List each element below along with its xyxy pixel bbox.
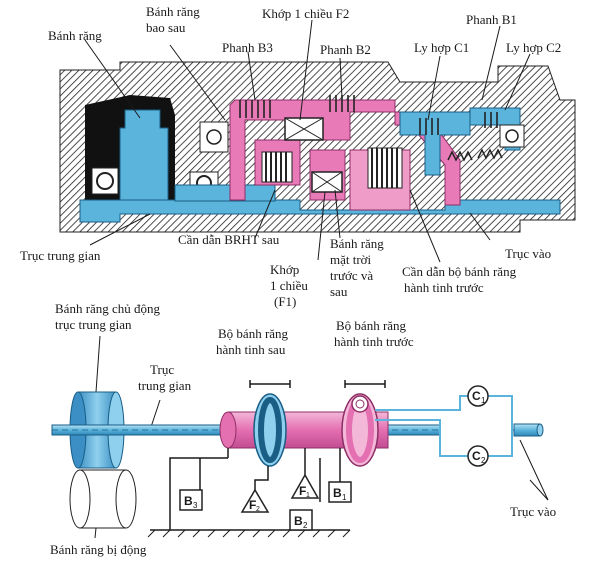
front-set-bracket xyxy=(344,380,386,388)
label-truc-vao-bottom: Trục vào xyxy=(510,504,556,519)
brake-b3-pack xyxy=(239,100,271,118)
label-ly-hop-c2: Ly hợp C2 xyxy=(506,40,561,55)
label-truc-vao-top: Trục vào xyxy=(505,246,551,261)
input-shaft xyxy=(513,423,544,437)
label-can-dan-brht-sau: Cần dẫn BRHT sau xyxy=(178,232,280,247)
driven-gear xyxy=(69,469,137,529)
label-khop-f1-2: 1 chiều xyxy=(270,278,308,293)
rear-planetary-gear xyxy=(261,151,293,183)
svg-text:B: B xyxy=(294,514,303,528)
clutch-c1-symbol: C 1 xyxy=(467,385,489,407)
transmission-cross-section xyxy=(59,61,576,233)
label-chu-dong-2: trục trung gian xyxy=(55,317,132,332)
label-khop-f1-1: Khớp xyxy=(270,262,299,277)
ground-hatch xyxy=(147,529,351,538)
label-ly-hop-c1: Ly hợp C1 xyxy=(414,40,469,55)
clutch-lines xyxy=(375,395,518,457)
label-truc-tg-bottom-2: trung gian xyxy=(138,378,192,393)
svg-text:F: F xyxy=(299,484,306,498)
one-way-clutch-f1-symbol: F 1 xyxy=(290,473,320,499)
clutch-c2-pack xyxy=(484,112,498,128)
label-can-dan-truoc-1: Cần dẫn bộ bánh răng xyxy=(402,264,517,279)
svg-text:B: B xyxy=(333,486,342,500)
rear-planetary-ring xyxy=(253,393,287,467)
label-bo-truoc-2: hành tinh trước xyxy=(334,334,414,349)
brake-b3-symbol: B 3 xyxy=(179,489,203,511)
label-banh-rang-mat-troi-2: mặt trời xyxy=(330,252,372,267)
label-banh-rang: Bánh răng xyxy=(48,28,102,43)
label-bo-sau-2: hành tinh sau xyxy=(216,342,286,357)
rear-set-bracket xyxy=(249,380,291,388)
clutch-c1-pack xyxy=(419,118,439,135)
label-banh-rang-bao-sau-2: bao sau xyxy=(146,20,186,35)
top-leader-lines xyxy=(84,19,531,263)
label-bo-sau-1: Bộ bánh răng xyxy=(218,326,289,341)
label-phanh-b1: Phanh B1 xyxy=(466,12,517,27)
brake-b1-symbol: B 1 xyxy=(328,481,352,503)
svg-text:1: 1 xyxy=(306,492,310,499)
label-phanh-b2: Phanh B2 xyxy=(320,42,371,57)
label-chu-dong-1: Bánh răng chủ động xyxy=(55,301,161,316)
label-phanh-b3: Phanh B3 xyxy=(222,40,273,55)
svg-text:2: 2 xyxy=(256,506,260,513)
svg-text:F: F xyxy=(249,498,256,512)
svg-text:C: C xyxy=(472,449,481,463)
one-way-clutch-f2-symbol: F 2 xyxy=(240,488,270,513)
svg-text:1: 1 xyxy=(342,493,347,502)
clutch-c2-symbol: C 2 xyxy=(467,445,489,467)
label-banh-rang-bao-sau-1: Bánh răng xyxy=(146,4,200,19)
front-planetary-ring xyxy=(341,393,379,467)
svg-text:3: 3 xyxy=(193,501,198,510)
brake-b2-symbol: B 2 xyxy=(289,509,313,531)
svg-text:B: B xyxy=(184,494,193,508)
label-banh-rang-mat-troi-4: sau xyxy=(330,284,348,299)
svg-text:2: 2 xyxy=(303,521,308,530)
label-khop-f2: Khớp 1 chiều F2 xyxy=(262,6,349,21)
label-can-dan-truoc-2: hành tinh trước xyxy=(404,280,484,295)
label-banh-rang-mat-troi-3: trước và xyxy=(330,268,373,283)
svg-text:C: C xyxy=(472,389,481,403)
schematic-diagram: C 1 C 2 xyxy=(51,335,549,539)
front-planetary-gear xyxy=(367,147,403,189)
label-banh-rang-mat-troi-1: Bánh răng xyxy=(330,236,384,251)
svg-text:1: 1 xyxy=(481,396,486,405)
label-bo-truoc-1: Bộ bánh răng xyxy=(336,318,407,333)
label-truc-trung-gian-top: Trục trung gian xyxy=(20,248,101,263)
label-khop-f1-3: (F1) xyxy=(274,294,296,309)
label-truc-tg-bottom-1: Trục xyxy=(150,362,174,377)
svg-text:2: 2 xyxy=(481,456,486,465)
label-bi-dong: Bánh răng bị động xyxy=(50,542,147,557)
ground-frame xyxy=(150,448,350,531)
